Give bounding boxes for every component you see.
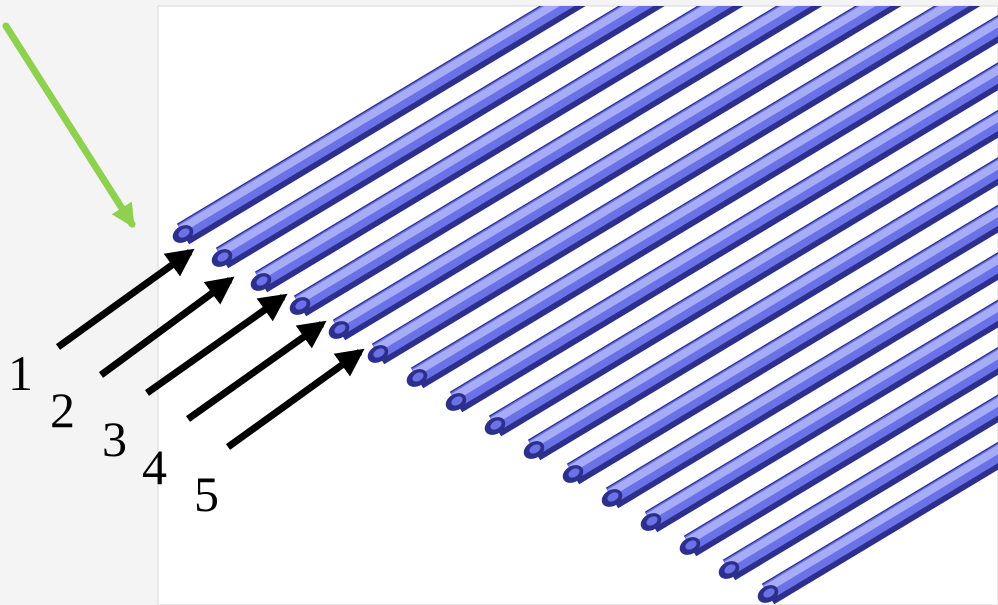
fiber-label-1: 1 bbox=[8, 345, 33, 401]
fiber-label-3: 3 bbox=[102, 411, 127, 467]
fiber-label-4: 4 bbox=[142, 439, 167, 495]
fiber-label-5: 5 bbox=[194, 466, 219, 522]
fiber-label-2: 2 bbox=[50, 382, 75, 438]
pointer-arrow bbox=[6, 26, 132, 224]
